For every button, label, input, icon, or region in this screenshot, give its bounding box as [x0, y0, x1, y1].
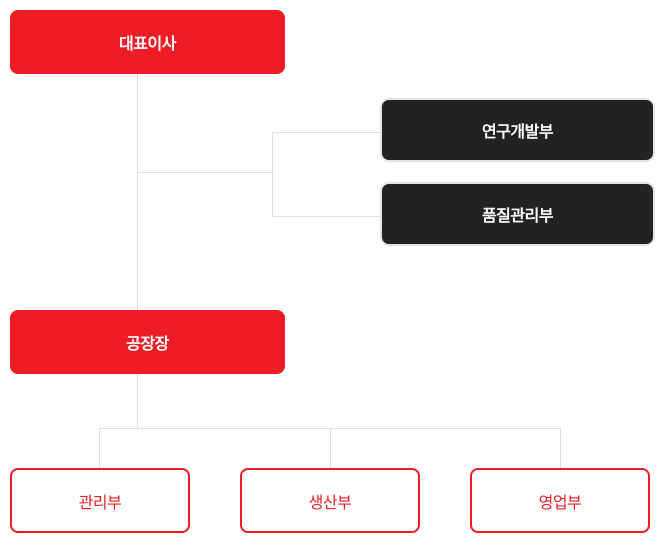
connector-line — [99, 428, 100, 468]
sales-node: 영업부 — [470, 468, 650, 533]
connector-line — [330, 428, 331, 468]
production-node: 생산부 — [240, 468, 420, 533]
node-label: 생산부 — [308, 492, 352, 512]
quality-node: 품질관리부 — [380, 182, 655, 246]
connector-line — [560, 428, 561, 468]
node-label: 품질관리부 — [481, 206, 554, 225]
node-label: 관리부 — [78, 492, 122, 512]
node-label: 연구개발부 — [481, 122, 554, 141]
connector-line — [137, 172, 273, 173]
connector-line — [137, 374, 138, 428]
connector-line — [272, 216, 382, 217]
ceo-node: 대표이사 — [10, 10, 285, 74]
connector-line — [272, 132, 382, 133]
connector-line — [272, 132, 273, 217]
node-label: 영업부 — [538, 492, 582, 512]
rnd-node: 연구개발부 — [380, 98, 655, 162]
node-label: 대표이사 — [119, 34, 176, 53]
node-label: 공장장 — [126, 334, 169, 353]
connector-line — [137, 74, 138, 310]
management-node: 관리부 — [10, 468, 190, 533]
plant-manager-node: 공장장 — [10, 310, 285, 374]
